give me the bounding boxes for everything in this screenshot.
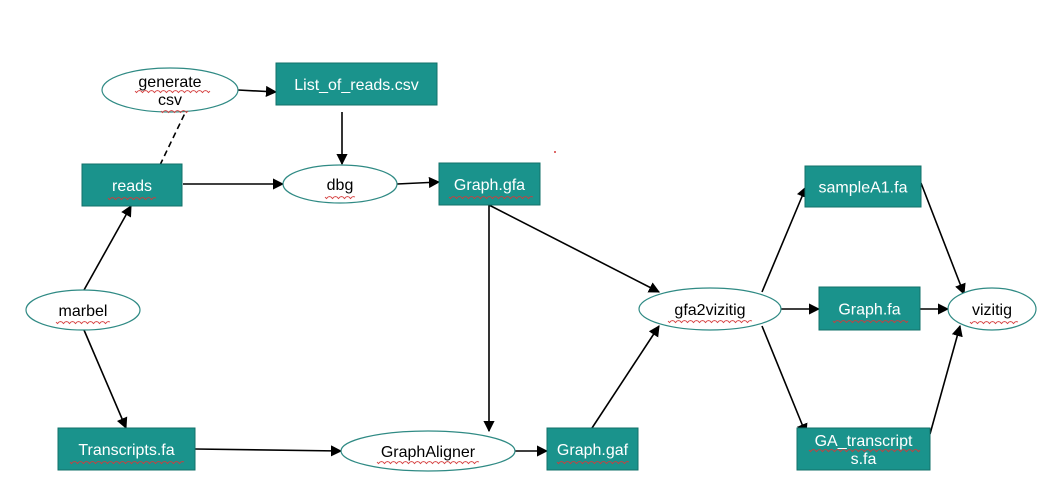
generate-csv-spellcheck-underline [160,110,189,114]
edge-transcripts-fa-to-graphaligner [194,445,343,457]
edge-graph-gfa-to-gfa2vizitig [488,204,660,293]
edge-marbel-to-transcripts-fa [83,329,128,430]
generate-csv-label: generate [138,74,201,91]
transcripts-fa-spellcheck-underline [69,461,185,465]
marbel-label: marbel [59,303,108,320]
node-graphaligner: GraphAligner [340,430,516,472]
dbg-oval [282,164,398,204]
gfa2vizitig-spellcheck-underline [667,320,753,324]
node-dbg: dbg [282,164,398,204]
ga-transcripts-fa-box [796,427,931,471]
vizitig-label: vizitig [972,302,1012,319]
graph-fa-box [818,286,921,331]
reads-spellcheck-underline [107,197,157,201]
vizitig-spellcheck-underline [969,321,1019,325]
marbel-oval [25,289,141,331]
edge-gfa2vizitig-to-samplea1-fa [761,185,808,293]
reads-label: reads [112,178,152,195]
node-reads: reads [81,163,183,207]
gfa2vizitig-label: gfa2vizitig [674,302,745,319]
edge-reads-to-generate-csv [159,110,187,166]
ga-transcripts-fa-spellcheck-underline [808,449,921,453]
graph-fa-label: Graph.fa [838,302,900,319]
generate-csv-spellcheck-underline [134,90,211,94]
reads-box [81,163,183,207]
gfa2vizitig-oval [638,287,782,331]
edge-graph-gaf-to-gfa2vizitig [591,325,660,429]
graph-gfa-label: Graph.gfa [454,177,525,194]
graph-gaf-box [546,427,639,471]
node-list-of-reads: List_of_reads.csv [275,62,438,106]
edge-generate-csv-to-list-of-reads [237,85,278,98]
edge-gfa2vizitig-to-ga-transcripts-fa [761,325,808,436]
list-of-reads-box [275,62,438,106]
graph-gfa-spellcheck-underline [448,196,534,200]
dbg-spellcheck-underline [324,196,356,200]
samplea1-fa-box [804,165,922,208]
graph-gaf-spellcheck-underline [556,461,630,465]
node-samplea1-fa: sampleA1.fa [804,165,922,208]
node-graph-fa: Graph.fa [818,286,921,331]
node-vizitig: vizitig [947,287,1037,331]
generate-csv-oval [101,67,239,113]
vizitig-oval [947,287,1037,331]
dbg-label: dbg [327,177,354,194]
edge-dbg-to-graph-gfa [396,176,441,189]
ga-transcripts-fa-label: s.fa [851,451,877,468]
list-of-reads-label: List_of_reads.csv [294,77,419,94]
graph-gaf-label: Graph.gaf [557,442,629,459]
node-graph-gaf: Graph.gaf [546,427,639,471]
generate-csv-label: csv [158,92,182,109]
node-graph-gfa: Graph.gfa [438,162,541,206]
node-marbel: marbel [25,289,141,331]
edge-ga-transcripts-fa-to-vizitig [929,324,963,435]
graphaligner-oval [340,430,516,472]
ga-transcripts-fa-label: GA_transcript [815,433,913,450]
marbel-spellcheck-underline [55,321,111,325]
graph-fa-spellcheck-underline [832,320,909,324]
graphaligner-spellcheck-underline [376,461,480,465]
edges-layer [83,85,966,457]
samplea1-fa-label: sampleA1.fa [819,180,908,197]
transcripts-fa-label: Transcripts.fa [78,442,174,459]
node-transcripts-fa: Transcripts.fa [57,427,196,471]
edge-marbel-to-reads [83,205,132,291]
edge-samplea1-fa-to-vizitig [920,182,966,296]
node-gfa2vizitig: gfa2vizitig [638,287,782,331]
stray-dot [554,151,556,153]
graphaligner-label: GraphAligner [381,444,476,461]
